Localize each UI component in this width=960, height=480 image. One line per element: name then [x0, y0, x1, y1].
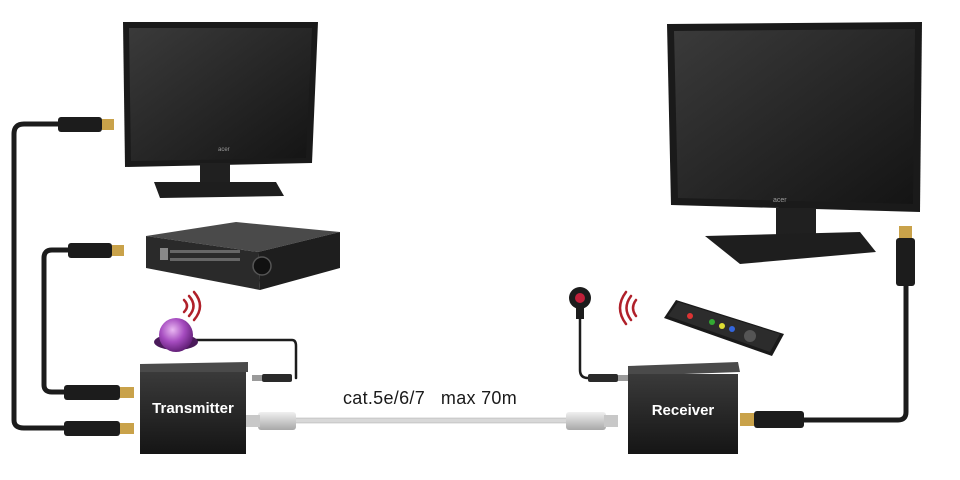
hdmi-cables-left — [11, 121, 909, 431]
ir-signal-icon-right — [618, 290, 638, 326]
hdmi-connector-monitor-right — [896, 226, 915, 286]
hdmi-connector-tx-in — [64, 385, 134, 400]
hdmi-connector-tx-out — [64, 421, 134, 436]
left-monitor — [123, 22, 318, 198]
ir-jack-rx — [588, 374, 628, 382]
ir-receiver-eye — [154, 318, 198, 352]
hdmi-connector-rx-out — [740, 411, 804, 428]
right-monitor — [667, 22, 922, 264]
ir-signal-icon-left — [182, 290, 202, 322]
ir-blaster — [569, 287, 591, 319]
lan-cable — [246, 412, 618, 430]
transmitter-box — [140, 362, 248, 454]
ir-jack-tx — [252, 374, 292, 382]
dvr-source-device — [146, 222, 340, 290]
cable-spec-label: cat.5e/6/7 max 70m — [342, 388, 518, 408]
hdmi-connector-dvr — [68, 243, 124, 258]
hdmi-connector-monitor-left — [58, 117, 114, 132]
remote-control — [664, 300, 784, 356]
receiver-box — [628, 362, 740, 454]
